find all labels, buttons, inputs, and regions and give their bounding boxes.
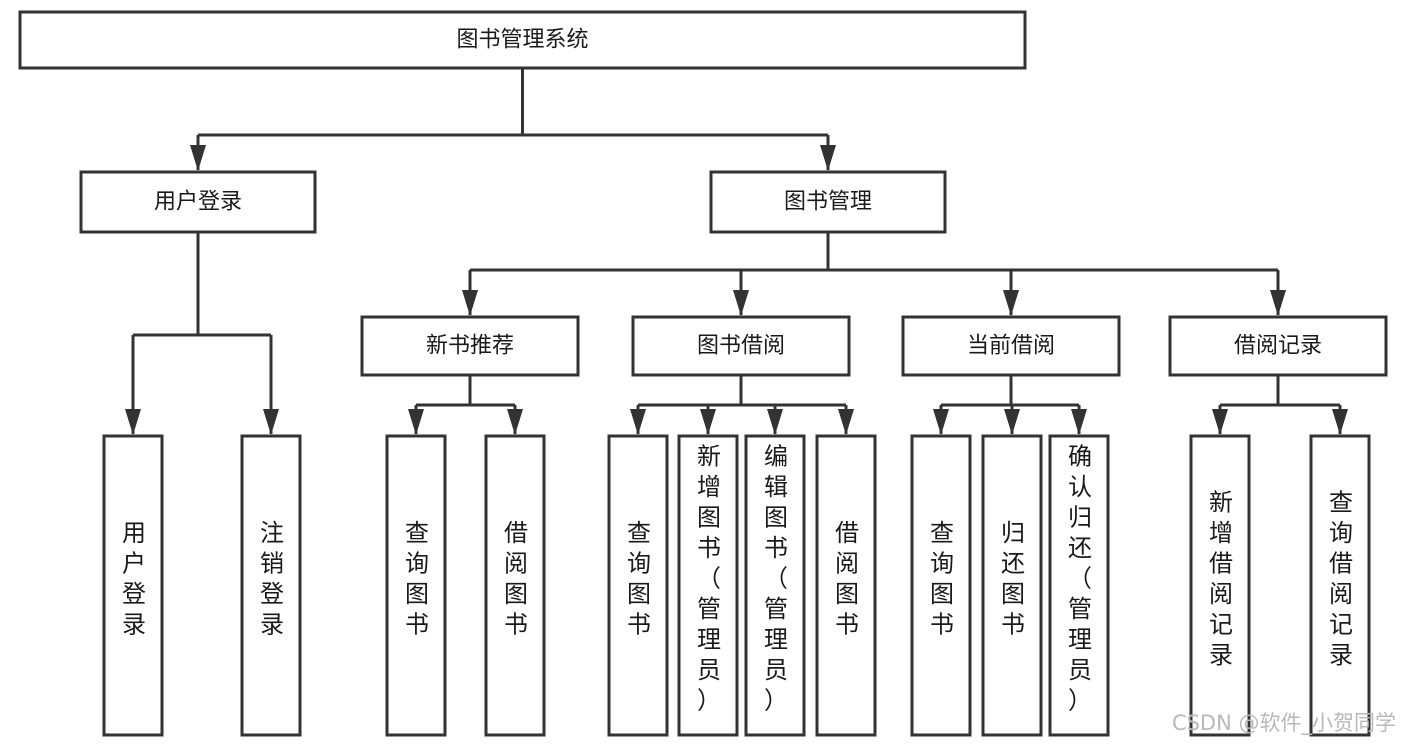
node-query-book-2[interactable]: 查询图书 — [607, 434, 669, 737]
node-user-login-do[interactable]: 用户登录 — [102, 434, 164, 737]
arrow-head-icon — [820, 145, 836, 171]
node-box[interactable] — [631, 315, 851, 377]
arrow-head-icon — [767, 409, 783, 435]
node-box[interactable] — [385, 434, 447, 737]
node-box[interactable] — [102, 434, 164, 737]
arrow-head-icon — [1071, 409, 1087, 435]
node-box[interactable] — [18, 10, 1027, 70]
node-label: 确认归还（管理员） — [1068, 443, 1092, 715]
node-box[interactable] — [484, 434, 546, 737]
arrow-head-icon — [630, 409, 646, 435]
node-label: 新书推荐 — [426, 334, 514, 359]
node-box[interactable] — [1189, 434, 1251, 737]
node-box[interactable] — [709, 170, 947, 234]
node-box[interactable] — [607, 434, 669, 737]
node-edit-book-admin[interactable]: 编辑图书（管理员） — [744, 434, 806, 737]
arrow-head-icon — [1003, 290, 1019, 316]
node-label: 编辑图书（管理员） — [764, 443, 788, 715]
node-label: 新增图书（管理员） — [697, 443, 721, 715]
arrow-head-icon — [733, 290, 749, 316]
arrow-head-icon — [190, 145, 206, 171]
arrow-head-icon — [1270, 290, 1286, 316]
node-box[interactable] — [910, 434, 972, 737]
node-root[interactable]: 图书管理系统 — [18, 10, 1027, 70]
node-box[interactable] — [744, 434, 806, 737]
node-box[interactable] — [677, 434, 739, 737]
node-box[interactable] — [901, 315, 1121, 377]
arrow-head-icon — [408, 409, 424, 435]
node-query-book-3[interactable]: 查询图书 — [910, 434, 972, 737]
node-book-manage[interactable]: 图书管理 — [709, 170, 947, 234]
arrow-head-icon — [1004, 409, 1020, 435]
node-label: 查询图书 — [930, 519, 954, 639]
node-label: 借阅图书 — [504, 519, 528, 639]
node-box[interactable] — [360, 315, 580, 377]
arrow-head-icon — [125, 409, 141, 435]
node-label: 查询借阅记录 — [1329, 488, 1353, 669]
node-user-login[interactable]: 用户登录 — [79, 170, 317, 234]
node-label: 新增借阅记录 — [1209, 488, 1233, 669]
arrow-head-icon — [1212, 409, 1228, 435]
arrow-head-icon — [462, 290, 478, 316]
node-label: 图书管理 — [784, 190, 872, 215]
node-book-borrow[interactable]: 图书借阅 — [631, 315, 851, 377]
node-label: 用户登录 — [154, 190, 242, 215]
node-query-borrow-record[interactable]: 查询借阅记录 — [1309, 434, 1371, 737]
arrow-head-icon — [1332, 409, 1348, 435]
arrow-head-icon — [507, 409, 523, 435]
node-label: 查询图书 — [627, 519, 651, 639]
node-return-book[interactable]: 归还图书 — [981, 434, 1043, 737]
node-add-book-admin[interactable]: 新增图书（管理员） — [677, 434, 739, 737]
node-label: 归还图书 — [1001, 519, 1025, 639]
node-label: 注销登录 — [260, 519, 284, 639]
arrow-head-icon — [838, 409, 854, 435]
node-label: 查询图书 — [405, 519, 429, 639]
node-box[interactable] — [981, 434, 1043, 737]
arrow-head-icon — [700, 409, 716, 435]
node-box[interactable] — [815, 434, 877, 737]
nodes-layer: 图书管理系统用户登录用户登录注销登录图书管理新书推荐查询图书借阅图书图书借阅查询… — [18, 10, 1388, 737]
arrow-head-icon — [263, 409, 279, 435]
node-new-book-recommend[interactable]: 新书推荐 — [360, 315, 580, 377]
node-confirm-return-admin[interactable]: 确认归还（管理员） — [1048, 434, 1110, 737]
node-label: 图书借阅 — [697, 334, 785, 359]
node-borrow-book-2[interactable]: 借阅图书 — [815, 434, 877, 737]
node-box[interactable] — [1048, 434, 1110, 737]
node-box[interactable] — [1168, 315, 1388, 377]
node-label: 当前借阅 — [967, 334, 1055, 359]
node-label: 图书管理系统 — [456, 28, 588, 53]
node-add-borrow-record[interactable]: 新增借阅记录 — [1189, 434, 1251, 737]
node-user-logout[interactable]: 注销登录 — [240, 434, 302, 737]
csdn-watermark: CSDN @软件_小贺同学 — [1172, 711, 1396, 736]
node-box[interactable] — [240, 434, 302, 737]
node-label: 借阅记录 — [1234, 334, 1322, 359]
arrow-head-icon — [933, 409, 949, 435]
connectors-layer — [125, 68, 1348, 435]
node-borrow-book-1[interactable]: 借阅图书 — [484, 434, 546, 737]
node-current-borrow[interactable]: 当前借阅 — [901, 315, 1121, 377]
node-borrow-record[interactable]: 借阅记录 — [1168, 315, 1388, 377]
node-box[interactable] — [79, 170, 317, 234]
node-label: 用户登录 — [122, 519, 146, 639]
node-box[interactable] — [1309, 434, 1371, 737]
node-label: 借阅图书 — [835, 519, 859, 639]
node-query-book-1[interactable]: 查询图书 — [385, 434, 447, 737]
